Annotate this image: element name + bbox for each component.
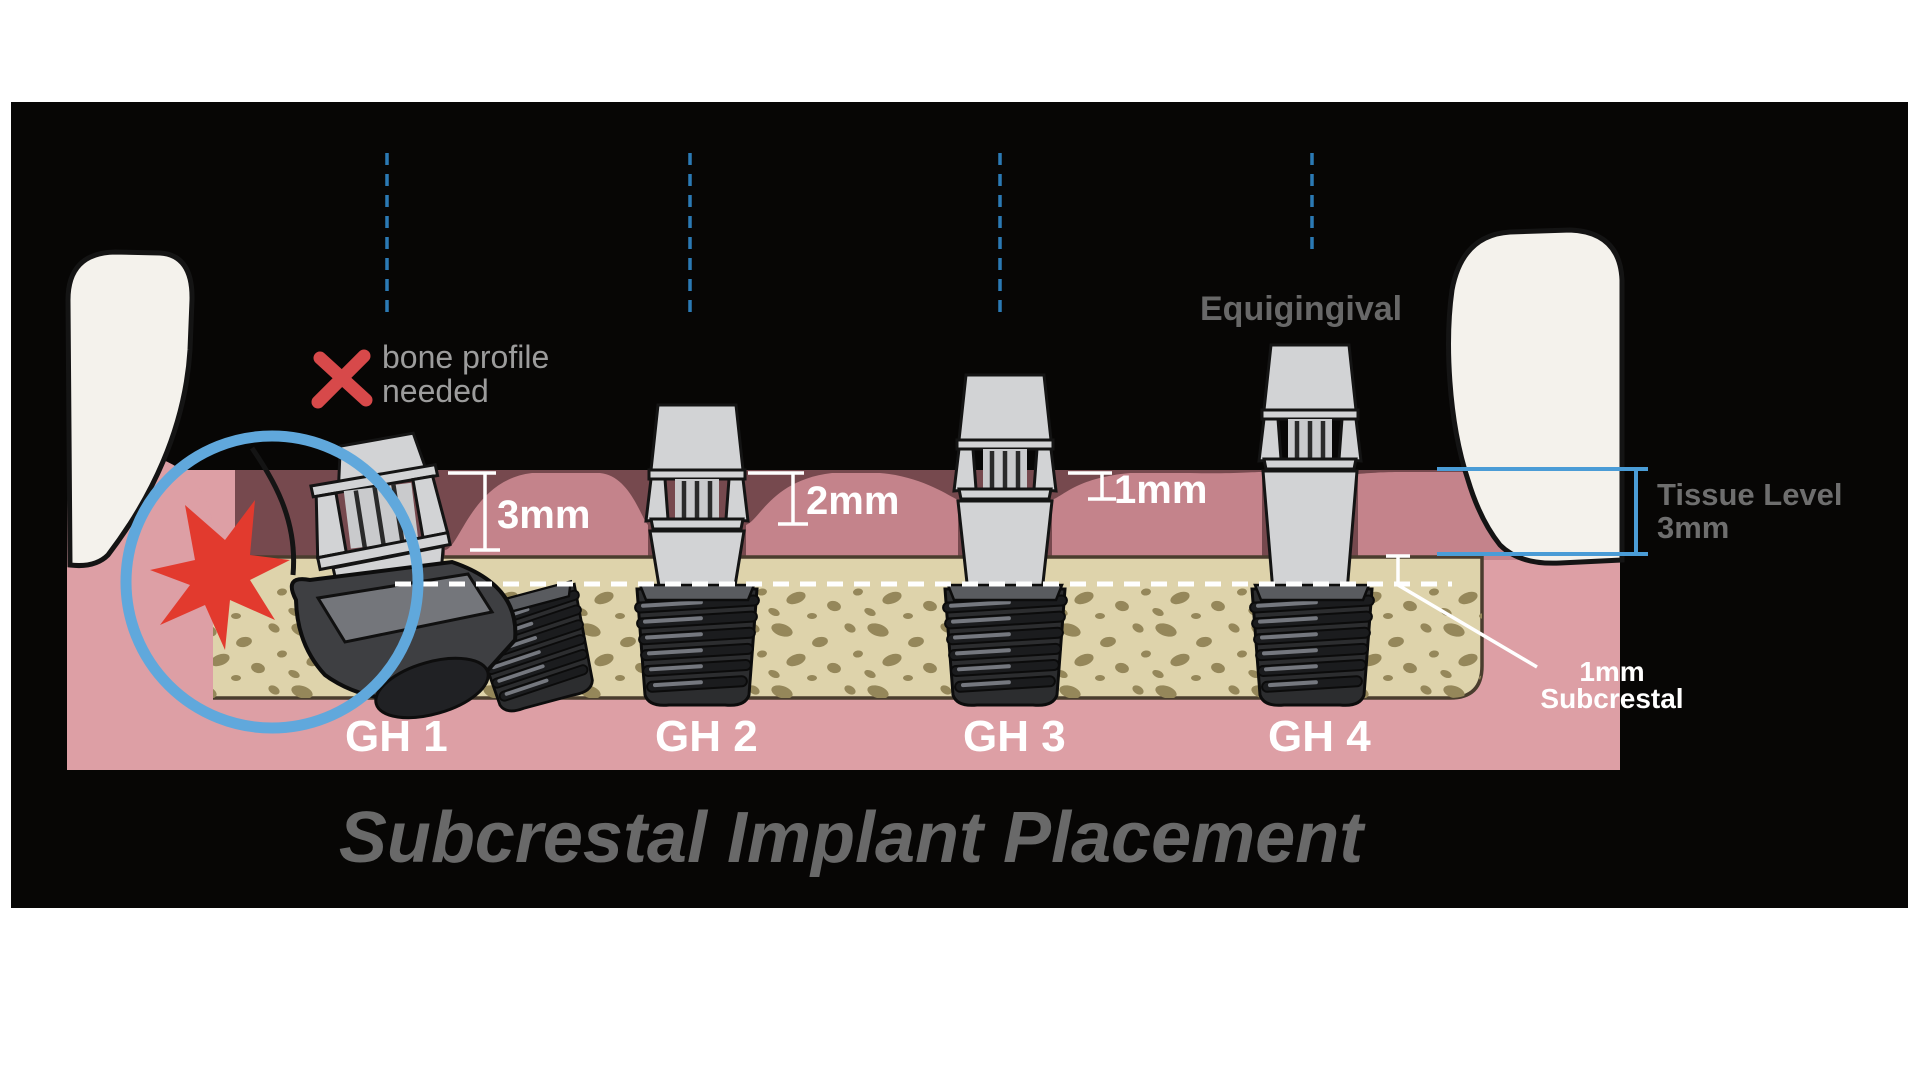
tissue-level-line2: 3mm	[1657, 510, 1729, 545]
bone-profile-warning: bone profile needed	[311, 339, 549, 409]
measurement-bracket-2mm: 2mm	[748, 471, 899, 526]
x-mark-icon	[311, 349, 373, 409]
bone-profile-line2: needed	[382, 373, 489, 409]
right-tooth	[1446, 227, 1625, 566]
warning-burst-icon	[150, 500, 290, 650]
subcrestal-annotation: 1mm Subcrestal	[1386, 554, 1684, 714]
implant-screw-gh3	[941, 583, 1069, 707]
gum-mound-gh1-gh2	[445, 473, 648, 560]
magnifier-circle-icon	[120, 430, 424, 734]
measurement-bracket-3mm: 3mm	[448, 471, 590, 552]
gh-label-1: GH 1	[345, 712, 448, 761]
subcrestal-bracket	[1386, 554, 1410, 585]
subcrestal-line2: Subcrestal	[1540, 683, 1683, 714]
gh-labels: GH 1 GH 2 GH 3 GH 4	[345, 712, 1371, 761]
abutment-stem-gh4	[1261, 469, 1359, 594]
measurement-label-2mm: 2mm	[806, 479, 899, 523]
gh-label-3: GH 3	[963, 712, 1066, 761]
tissue-level-bracket: Tissue Level 3mm	[1437, 467, 1843, 556]
subcrestal-leader-line	[1397, 583, 1538, 669]
abutment-stem-gh3	[956, 499, 1054, 594]
guide-dashed-lines	[385, 153, 1314, 312]
gum-mound-gh2-gh3	[746, 473, 958, 560]
diagram-title: Subcrestal Implant Placement	[339, 798, 1366, 878]
implant-gh4	[1248, 345, 1376, 707]
implant-gh2	[633, 405, 761, 707]
subcrestal-line1: 1mm	[1579, 656, 1644, 687]
measurement-label-3mm: 3mm	[497, 493, 590, 537]
measurement-bracket-1mm: 1mm	[1068, 468, 1207, 512]
gum-mound-gh3-gh4	[1052, 472, 1262, 560]
tissue-level-line1: Tissue Level	[1657, 477, 1843, 512]
measurement-label-1mm: 1mm	[1114, 468, 1207, 512]
bone-profile-line1: bone profile	[382, 339, 549, 375]
implant-gh3	[941, 375, 1069, 707]
equigingival-label: Equigingival	[1200, 290, 1402, 328]
gh-label-4: GH 4	[1268, 712, 1371, 761]
gingival-margin-line	[249, 446, 297, 576]
implant-screw-gh4	[1248, 583, 1376, 707]
left-tooth	[65, 249, 195, 568]
gh-label-2: GH 2	[655, 712, 758, 761]
implant-screw-gh2	[633, 583, 761, 707]
